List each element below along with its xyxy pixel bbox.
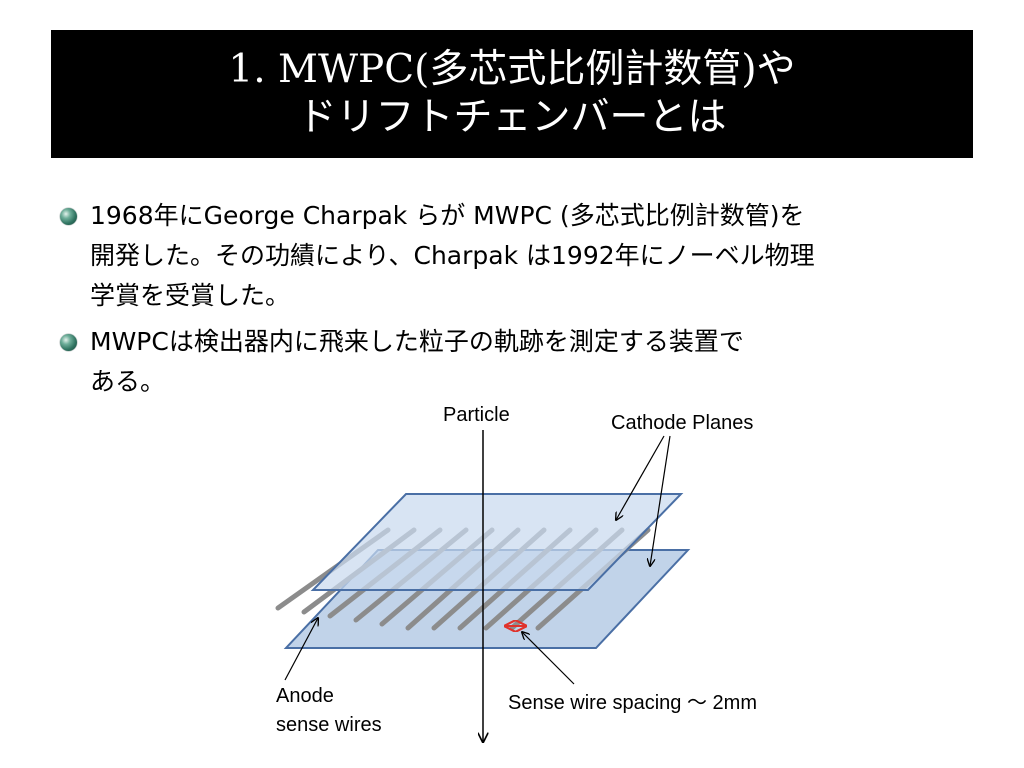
- bullet-list: 1968年にGeorge Charpak らが MWPC (多芯式比例計数管)を…: [58, 196, 973, 408]
- cathode-callout-upper: [616, 435, 665, 520]
- anode-label: Anode: [276, 685, 334, 707]
- bullet-sphere-icon: [60, 334, 77, 351]
- particle-label: Particle: [443, 404, 510, 426]
- cathode-planes-label: Cathode Planes: [611, 412, 753, 434]
- bullet-text-line: ある。: [90, 367, 166, 396]
- wire-spacing-label: Sense wire spacing ～ 2mm: [508, 692, 757, 714]
- bullet-text-line: MWPCは検出器内に飛来した粒子の軌跡を測定する装置で: [90, 327, 744, 356]
- bullet-item-history: 1968年にGeorge Charpak らが MWPC (多芯式比例計数管)を…: [58, 196, 973, 316]
- slide-title-line-2: ドリフトチェンバーとは: [297, 95, 727, 140]
- anode-callout: [284, 618, 318, 681]
- cathode-callout-lower: [650, 435, 671, 566]
- spacing-callout: [522, 632, 575, 685]
- upper-cathode-plane: [310, 493, 684, 591]
- sense-wires-label: sense wires: [276, 714, 382, 736]
- slide-title-line-1: 1. MWPC(多芯式比例計数管)や: [228, 47, 796, 92]
- bullet-item-definition: MWPCは検出器内に飛来した粒子の軌跡を測定する装置で ある。: [58, 322, 973, 402]
- slide-title: 1. MWPC(多芯式比例計数管)や ドリフトチェンバーとは: [51, 30, 973, 158]
- bullet-text-line: 開発した。その功績により、Charpak は1992年にノーベル物理: [90, 241, 815, 270]
- bullet-sphere-icon: [60, 208, 77, 225]
- bullet-text-line: 学賞を受賞した。: [90, 281, 291, 310]
- bullet-text-line: 1968年にGeorge Charpak らが MWPC (多芯式比例計数管)を: [90, 201, 805, 230]
